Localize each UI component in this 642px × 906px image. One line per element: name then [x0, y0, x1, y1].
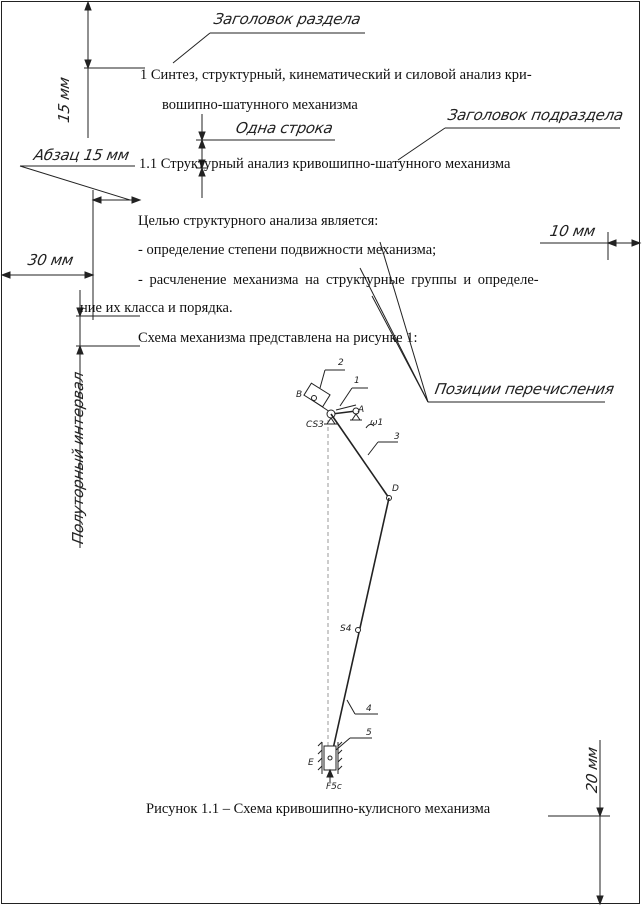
- joint-e-icon: [327, 755, 333, 761]
- paragraph-scheme: Схема механизма представлена на рисунке …: [138, 330, 418, 346]
- enumeration-annotation: Позиции перечисления: [433, 380, 616, 398]
- indent-leader: [19, 165, 131, 201]
- label-point-s4: S4: [340, 624, 352, 634]
- arrow-icon: [84, 0, 92, 11]
- subsection-title-leader: [397, 127, 446, 161]
- figure-caption: Рисунок 1.1 – Схема кривошипно-кулисного…: [146, 801, 491, 817]
- section-title-leader: [172, 32, 211, 64]
- omega-arc: [365, 423, 375, 429]
- list-item-2-line1: - расчленение механизма на структурные г…: [138, 272, 539, 288]
- label-link-3: 3: [394, 432, 400, 442]
- one-line-annotation: Одна строка: [234, 119, 335, 137]
- label-point-d: D: [392, 484, 399, 494]
- bottom-margin-annotation: 20 мм: [583, 745, 601, 795]
- label-omega: ω1: [370, 418, 384, 428]
- paragraph-intro: Целью структурного анализа является:: [138, 213, 379, 229]
- section-heading-line1: 1 Синтез, структурный, кинематический и …: [140, 67, 532, 83]
- label-link-4: 4: [366, 704, 372, 714]
- slider-5: [323, 745, 337, 771]
- line-spacing-annotation: Полуторный интервал: [69, 370, 87, 546]
- label-link-2: 2: [338, 358, 344, 368]
- joint-b-icon: [311, 395, 317, 401]
- list-item-2-line2: ние их класса и порядка.: [80, 300, 233, 316]
- label-point-a: A: [358, 405, 365, 415]
- top-spacing-annotation: 15 мм: [55, 75, 73, 125]
- list-item-1: - определение степени подвижности механи…: [138, 242, 437, 258]
- arrow-icon: [84, 59, 92, 70]
- right-margin-annotation: 10 мм: [548, 222, 597, 240]
- link-3: [330, 413, 390, 499]
- indent-annotation: Абзац 15 мм: [32, 146, 131, 164]
- label-point-s3: CS3: [306, 420, 324, 430]
- subsection-heading: 1.1 Структурный анализ кривошипно-шатунн…: [139, 156, 511, 172]
- center-s4-icon: [355, 627, 361, 633]
- crank-1: [331, 410, 357, 415]
- arrow-up-icon: [326, 768, 334, 778]
- left-margin-annotation: 30 мм: [26, 251, 75, 269]
- label-link-5: 5: [366, 728, 372, 738]
- section-heading-line2: вошипно-шатунного механизма: [162, 97, 358, 113]
- label-force: F5c: [326, 782, 342, 792]
- label-link-1: 1: [354, 376, 360, 386]
- section-title-annotation: Заголовок раздела: [212, 10, 363, 28]
- label-point-e: E: [308, 758, 314, 768]
- label-point-b: B: [296, 390, 303, 400]
- subsection-title-annotation: Заголовок подраздела: [446, 106, 625, 124]
